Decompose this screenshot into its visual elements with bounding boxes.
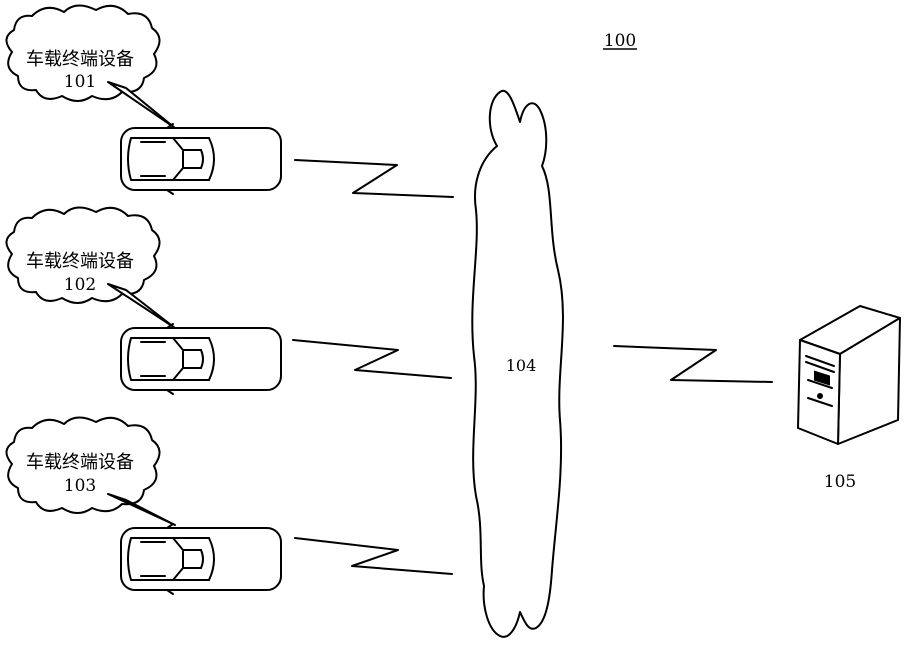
car-icon-1 bbox=[121, 124, 281, 194]
bubble-tail-1 bbox=[108, 82, 175, 128]
wireless-link-icon-1 bbox=[295, 160, 453, 197]
wireless-link-icon-2 bbox=[293, 340, 451, 378]
bubble-tail-2 bbox=[108, 284, 175, 328]
wireless-link-icon-3 bbox=[295, 538, 452, 574]
network-label: 104 bbox=[506, 356, 537, 375]
device-name-1: 车载终端设备 bbox=[26, 49, 134, 70]
car-icon-3 bbox=[121, 524, 281, 594]
system-label: 100 bbox=[604, 31, 636, 51]
server-icon bbox=[798, 306, 900, 444]
wireless-link-icon-server bbox=[614, 346, 772, 382]
device-name-3: 车载终端设备 bbox=[26, 452, 134, 473]
car-icon-2 bbox=[121, 324, 281, 394]
device-group-1: 车载终端设备 101 bbox=[6, 5, 453, 197]
server-label: 105 bbox=[824, 472, 856, 492]
device-id-2: 102 bbox=[64, 275, 96, 295]
device-id-1: 101 bbox=[64, 72, 96, 92]
device-group-2: 车载终端设备 102 bbox=[6, 207, 451, 394]
device-id-3: 103 bbox=[64, 476, 96, 496]
device-name-2: 车载终端设备 bbox=[26, 251, 134, 272]
device-group-3: 车载终端设备 103 bbox=[6, 417, 452, 594]
